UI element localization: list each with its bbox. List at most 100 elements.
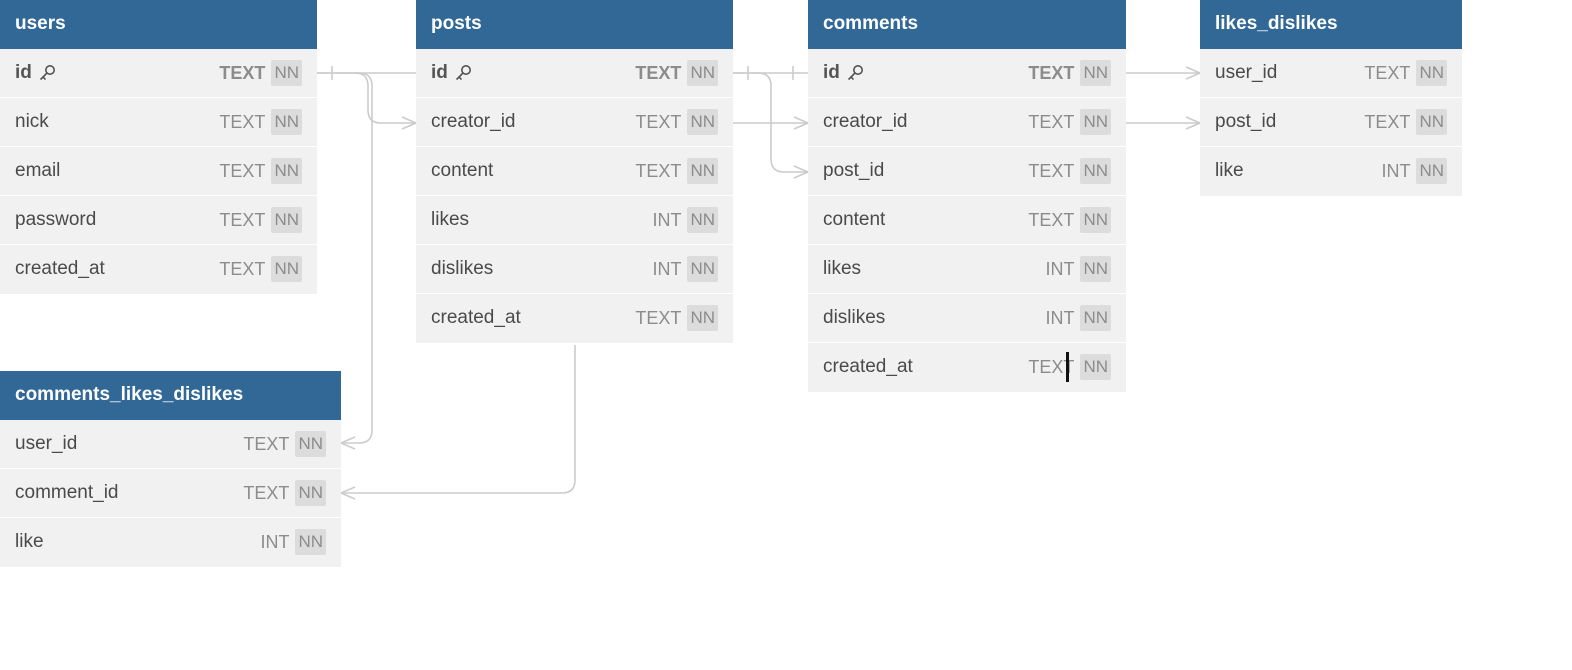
not-null-badge: NN — [1080, 60, 1111, 86]
column-name: likes — [823, 258, 862, 279]
many-marker-comments-post — [793, 165, 809, 179]
column-name: like — [1215, 160, 1244, 181]
not-null-badge: NN — [687, 207, 718, 233]
many-marker-cld-user — [340, 436, 356, 450]
column-type: TEXT — [219, 258, 266, 279]
column-type: TEXT — [1364, 62, 1411, 83]
not-null-badge: NN — [271, 207, 302, 233]
not-null-badge: NN — [295, 480, 326, 506]
table-header[interactable]: likes_dislikes — [1200, 0, 1462, 49]
key-icon — [456, 65, 471, 80]
not-null-badge: NN — [687, 60, 718, 86]
key-icon — [848, 65, 863, 80]
table-header[interactable]: comments_likes_dislikes — [0, 371, 341, 420]
column-type: TEXT — [219, 209, 266, 230]
not-null-badge: NN — [687, 109, 718, 135]
column-type: TEXT — [1028, 111, 1075, 132]
not-null-badge: NN — [1080, 305, 1111, 331]
table-header[interactable]: comments — [808, 0, 1126, 49]
column-name: post_id — [823, 160, 885, 181]
column-type: INT — [652, 209, 682, 230]
column-name: created_at — [15, 258, 105, 279]
not-null-badge: NN — [1080, 354, 1111, 380]
column-name: content — [431, 160, 494, 181]
not-null-badge: NN — [687, 158, 718, 184]
column-name: content — [823, 209, 886, 230]
table-header[interactable]: posts — [416, 0, 733, 49]
column-type: TEXT — [1364, 111, 1411, 132]
many-marker-comments-creator — [793, 116, 809, 130]
column-type: TEXT — [243, 433, 290, 454]
column-type: INT — [260, 531, 290, 552]
column-name: nick — [15, 111, 49, 132]
column-name: comment_id — [15, 482, 119, 503]
column-type: TEXT — [1028, 160, 1075, 181]
column-name: id — [823, 62, 840, 83]
column-type: INT — [1381, 160, 1411, 181]
column-type: INT — [652, 258, 682, 279]
column-name: created_at — [431, 307, 521, 328]
relation-posts-comments-post — [733, 72, 808, 173]
many-marker-likes-user — [1185, 66, 1201, 80]
column-type: INT — [1045, 307, 1075, 328]
column-name: id — [431, 62, 448, 83]
text-cursor — [1066, 352, 1069, 382]
column-type: TEXT — [635, 62, 682, 83]
column-name: created_at — [823, 356, 913, 377]
column-name: email — [15, 160, 61, 181]
column-type: TEXT — [1028, 356, 1075, 377]
column-name: id — [15, 62, 32, 83]
column-name: likes — [431, 209, 470, 230]
not-null-badge: NN — [1080, 109, 1111, 135]
column-type: INT — [1045, 258, 1075, 279]
column-type: TEXT — [635, 307, 682, 328]
not-null-badge: NN — [271, 256, 302, 282]
many-marker-likes-post — [1185, 116, 1201, 130]
table-header[interactable]: users — [0, 0, 317, 49]
column-type: TEXT — [219, 111, 266, 132]
